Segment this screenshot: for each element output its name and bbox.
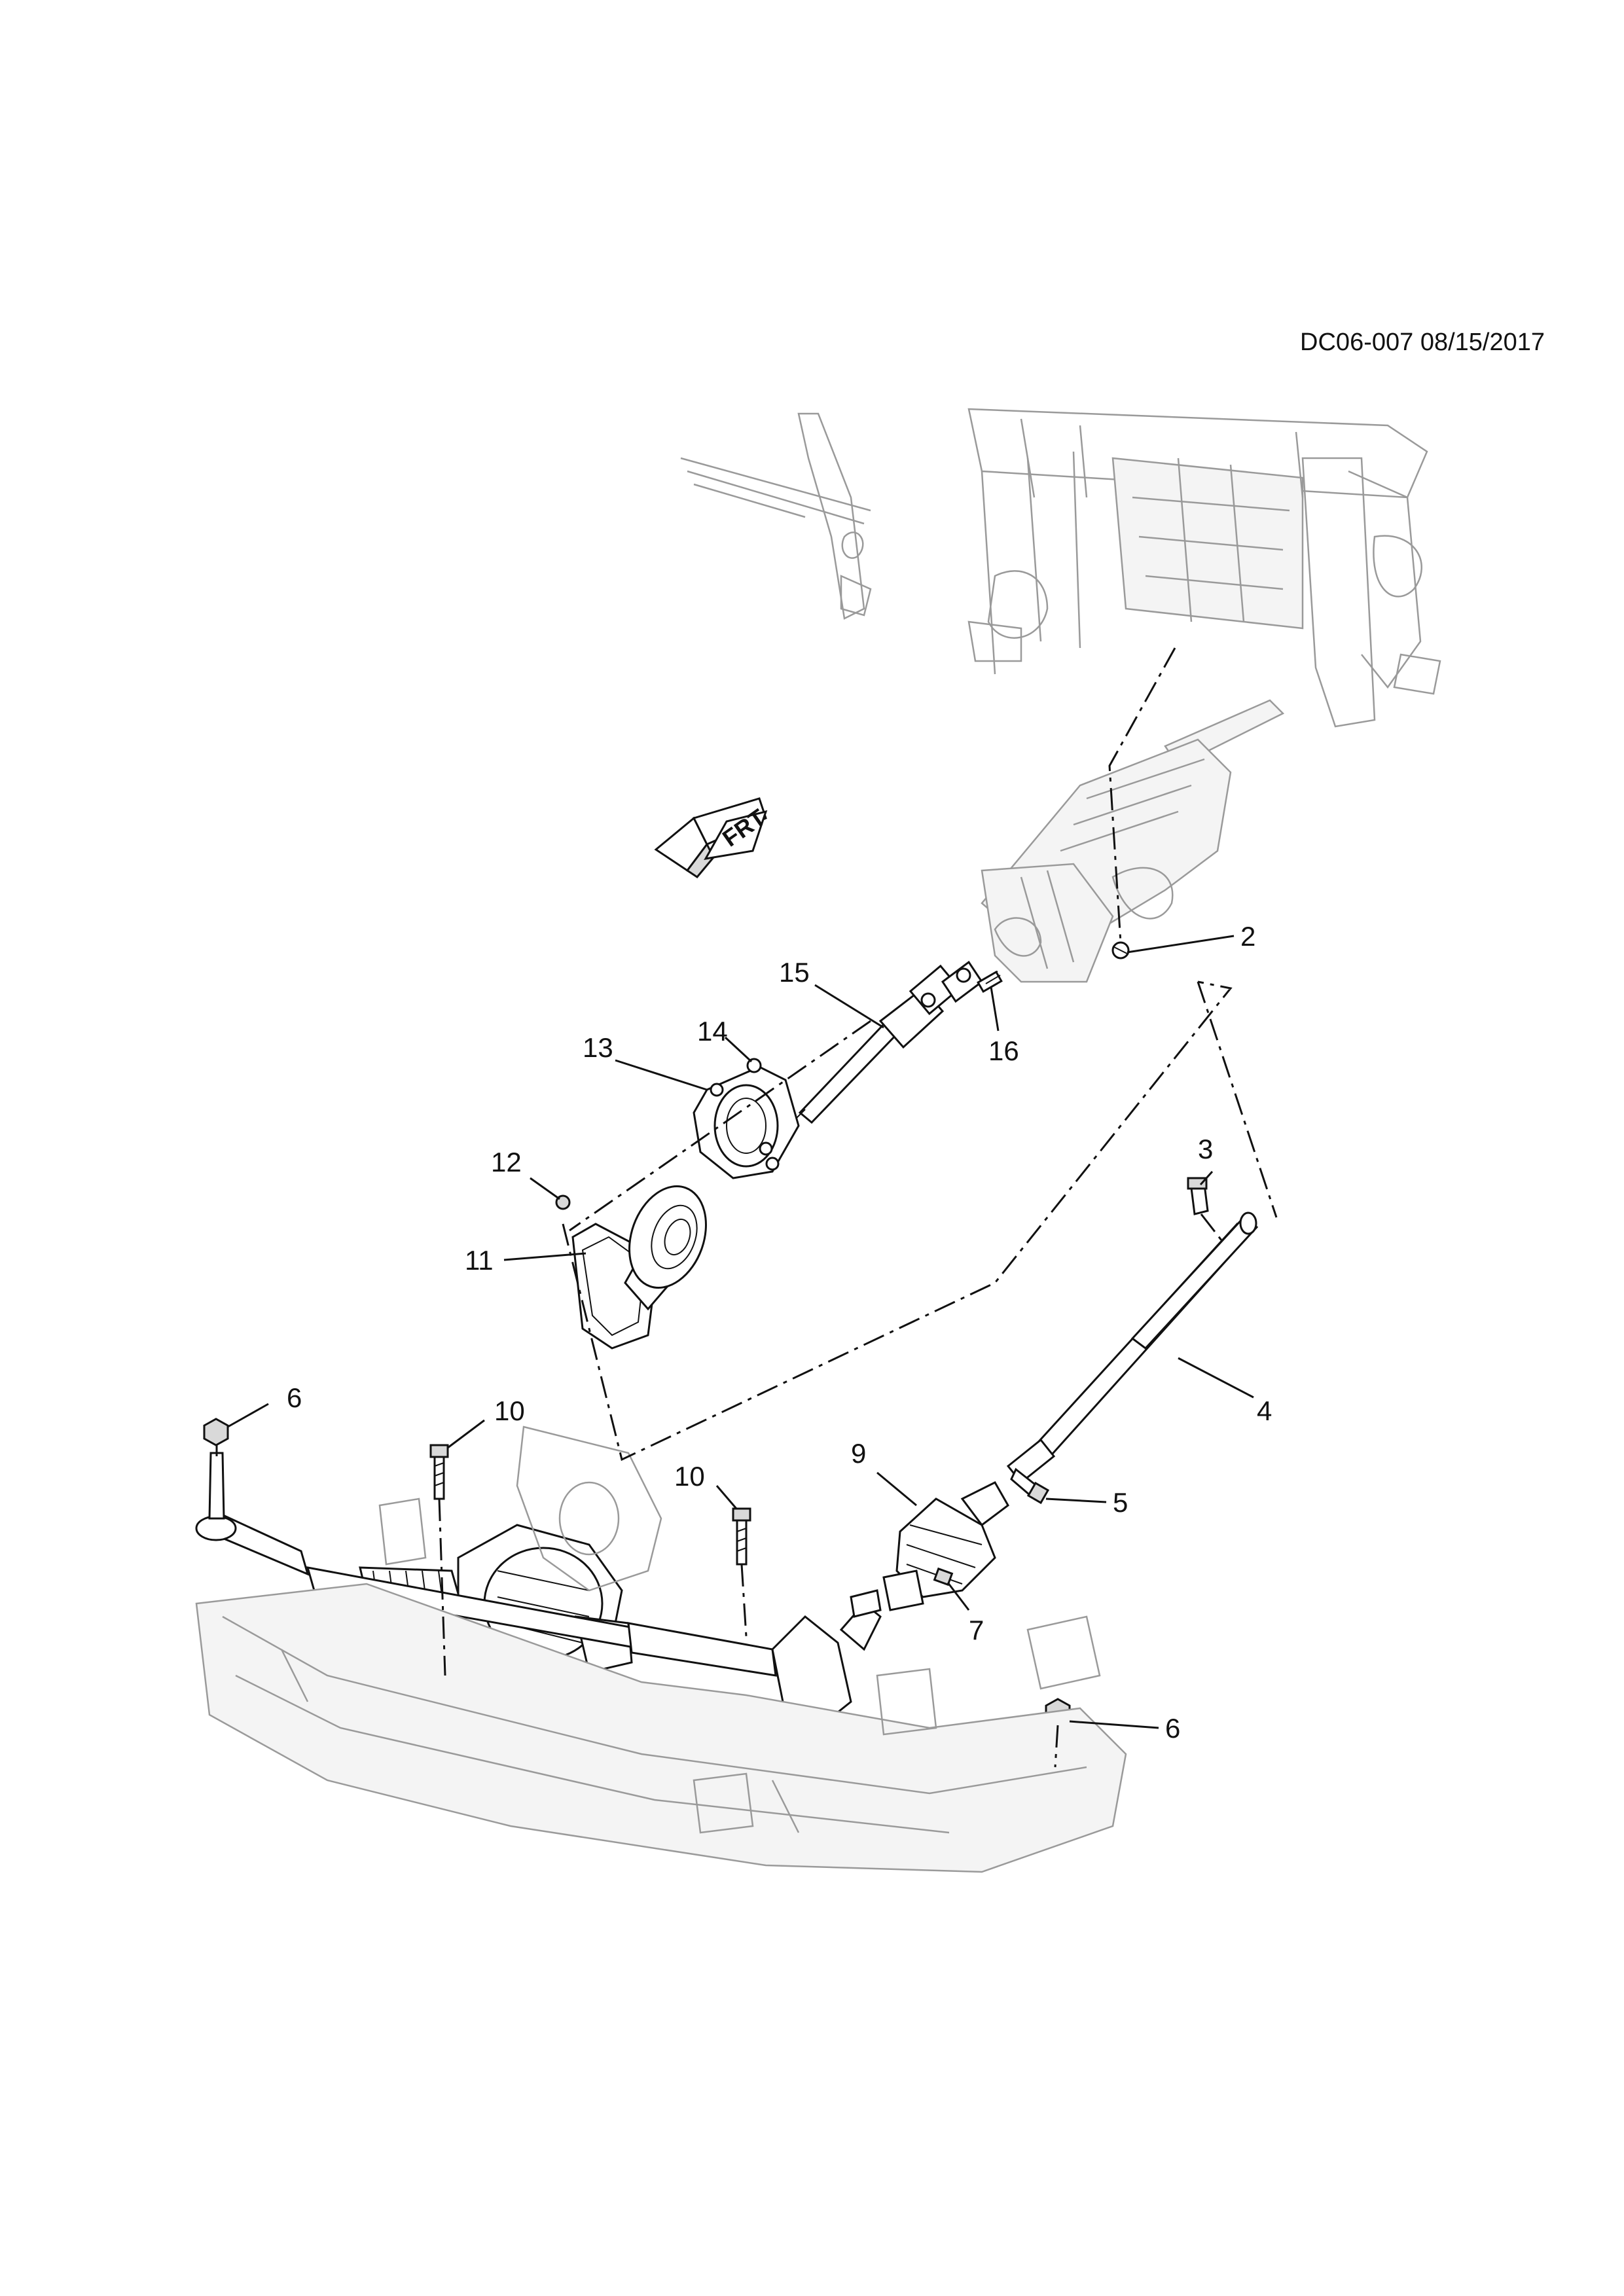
dash-seal-plate-icon <box>693 1066 800 1179</box>
assembly-line-bolt-3 <box>1200 1213 1225 1244</box>
callout-13: 13 <box>583 1032 613 1063</box>
bolt-10-left-icon <box>429 1444 449 1500</box>
document-id-label: DC06-007 08/15/2017 <box>1300 329 1545 356</box>
instrument-panel-frame-icon <box>680 408 1441 728</box>
bolt-2-icon <box>1111 941 1130 960</box>
callout-15: 15 <box>779 957 810 988</box>
intermediate-shaft-icon <box>795 960 984 1124</box>
callout-9: 9 <box>851 1438 866 1469</box>
callout-6-right: 6 <box>1165 1713 1180 1744</box>
leader-9 <box>876 1471 917 1507</box>
bolt-16-icon <box>977 971 1003 993</box>
callout-6-left: 6 <box>287 1382 302 1413</box>
leader-6-left <box>227 1403 269 1428</box>
leader-6-right <box>1069 1720 1159 1729</box>
lower-shaft-4-icon <box>1006 1211 1259 1484</box>
assembly-line-boot-to-coupler <box>562 980 1233 1462</box>
callout-7: 7 <box>969 1615 984 1645</box>
leader-5 <box>1045 1498 1107 1503</box>
callout-10-left: 10 <box>494 1395 525 1426</box>
assembly-line-nut-right <box>1054 1725 1059 1768</box>
callout-4: 4 <box>1257 1395 1272 1426</box>
bolt-10-right-icon <box>732 1507 751 1566</box>
leader-13 <box>615 1059 708 1091</box>
bolt-7-icon <box>933 1567 954 1587</box>
assembly-line-column-to-shaft <box>1197 981 1278 1218</box>
assembly-line-bolt-left <box>438 1498 446 1676</box>
leader-2 <box>1127 935 1235 954</box>
callout-3: 3 <box>1198 1134 1213 1164</box>
callout-14: 14 <box>697 1016 728 1047</box>
leader-12 <box>530 1177 560 1200</box>
leader-3 <box>1199 1170 1214 1186</box>
leader-16 <box>990 986 1000 1031</box>
callout-2: 2 <box>1240 921 1255 952</box>
leader-10-left <box>447 1419 485 1449</box>
assembly-line-shaft-to-boot <box>569 1020 871 1232</box>
leader-4 <box>1178 1357 1254 1399</box>
callout-12: 12 <box>491 1147 522 1177</box>
front-crossmember-icon <box>195 1426 1127 1873</box>
callout-10-right: 10 <box>674 1461 705 1492</box>
steering-column-icon <box>981 699 1285 983</box>
steering-shaft-boot-icon <box>571 1185 707 1350</box>
nut-6-left-icon <box>203 1418 229 1446</box>
bolt-3-icon <box>1187 1177 1209 1215</box>
callout-11: 11 <box>465 1245 494 1276</box>
bolt-5-icon <box>1010 1467 1050 1505</box>
front-direction-arrow-icon <box>654 797 768 878</box>
assembly-line-bolt-right <box>740 1564 748 1637</box>
leader-15 <box>814 984 884 1029</box>
assembly-line-column-to-frame <box>1108 647 1176 943</box>
callout-5: 5 <box>1113 1487 1128 1518</box>
leader-10-right <box>715 1485 738 1509</box>
leader-11 <box>503 1252 586 1261</box>
coupler-9-icon <box>882 1481 1009 1611</box>
leader-14 <box>724 1036 753 1063</box>
leader-7 <box>947 1582 970 1611</box>
callout-16: 16 <box>988 1035 1019 1066</box>
